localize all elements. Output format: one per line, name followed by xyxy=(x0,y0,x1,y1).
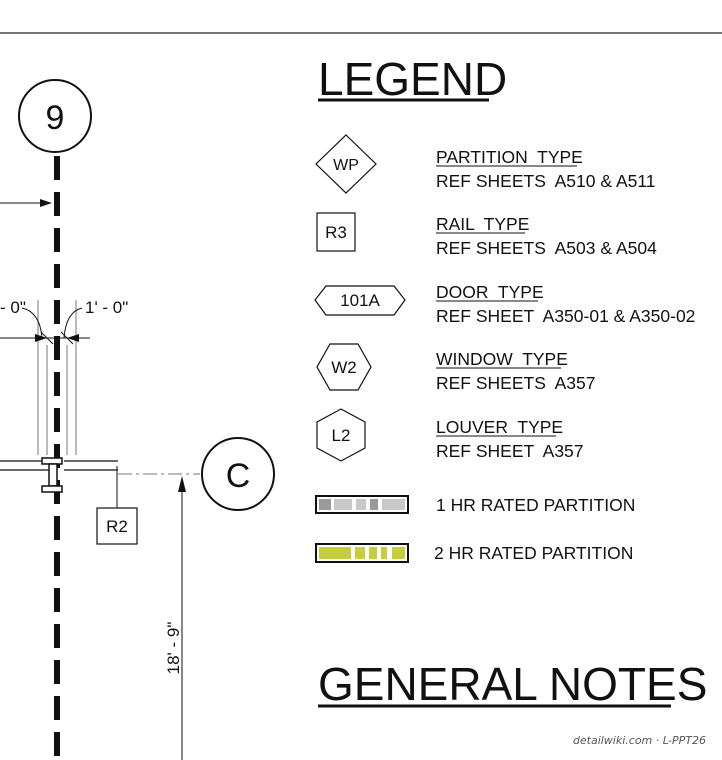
dim-left-text: - 0" xyxy=(0,298,26,317)
louver-type-title: LOUVER TYPE xyxy=(436,417,563,437)
window-type-title: WINDOW TYPE xyxy=(436,349,568,369)
general-notes-title: GENERAL NOTES xyxy=(318,658,707,710)
dim-tick-b xyxy=(60,331,74,345)
2hr-swatch-fill-b xyxy=(355,547,365,559)
legend-item-door-type: 101A DOOR TYPE REF SHEET A350-01 & A350-… xyxy=(314,282,695,326)
louver-symbol-label: L2 xyxy=(332,426,351,445)
partition-type-ref: REF SHEETS A510 & A511 xyxy=(436,171,656,191)
square-symbol-icon xyxy=(316,212,356,252)
2hr-swatch-fill-e xyxy=(392,547,405,559)
window-type-ref: REF SHEETS A357 xyxy=(436,373,596,393)
dim-leader-right xyxy=(63,307,83,339)
1hr-swatch-fill-c xyxy=(356,499,366,510)
1hr-partition-label: 1 HR RATED PARTITION xyxy=(436,495,635,515)
legend-item-1hr-partition: 1 HR RATED PARTITION xyxy=(315,495,635,515)
door-type-ref: REF SHEET A350-01 & A350-02 xyxy=(436,306,695,326)
1hr-swatch-fill-a xyxy=(319,499,331,510)
vertical-dim-text: 18' - 9" xyxy=(164,622,183,675)
grid-bubble-c xyxy=(201,437,275,511)
door-hexagon-symbol-icon xyxy=(314,285,406,316)
partition-type-title: PARTITION TYPE xyxy=(436,147,583,167)
column-flange-bottom xyxy=(41,485,63,493)
2hr-swatch-fill-d xyxy=(381,547,387,559)
grid-bubble-c-label: C xyxy=(226,457,251,495)
column-flange-top xyxy=(41,457,63,465)
legend-item-louver-type: L2 LOUVER TYPE REF SHEET A357 xyxy=(316,408,584,462)
door-symbol-label: 101A xyxy=(340,291,380,310)
1hr-swatch-fill-d xyxy=(370,499,378,510)
1hr-swatch-fill-e xyxy=(382,499,405,510)
door-type-title: DOOR TYPE xyxy=(436,282,544,302)
partition-symbol-label: WP xyxy=(333,157,359,174)
arrowhead-top xyxy=(40,199,52,207)
rail-type-title: RAIL TYPE xyxy=(436,214,529,234)
rail-tag-box xyxy=(96,507,138,545)
legend-item-window-type: W2 WINDOW TYPE REF SHEETS A357 xyxy=(316,343,596,393)
vertical-dim-arrow xyxy=(178,476,186,492)
grid-bubble-9-label: 9 xyxy=(46,99,65,137)
rail-symbol-label: R3 xyxy=(325,223,347,242)
plan-drawing: 9 - 0" 1' - 0" C xyxy=(0,79,275,760)
rail-tag-label: R2 xyxy=(106,517,128,536)
dim-right-text: 1' - 0" xyxy=(85,298,128,317)
window-symbol-label: W2 xyxy=(331,358,357,377)
dim-tick-a xyxy=(40,331,54,345)
2hr-swatch-fill-a xyxy=(319,547,351,559)
watermark-text: detailwiki.com · L-PPT26 xyxy=(573,734,706,747)
window-hexagon-symbol-icon xyxy=(316,343,372,391)
dim-leader-left xyxy=(21,307,43,339)
louver-hexagon-symbol-icon xyxy=(316,408,366,462)
legend-item-rail-type: R3 RAIL TYPE REF SHEETS A503 & A504 xyxy=(316,212,657,258)
dim-arrow-left xyxy=(35,334,47,342)
column-web xyxy=(48,463,58,487)
2hr-partition-label: 2 HR RATED PARTITION xyxy=(434,543,633,563)
rail-type-ref: REF SHEETS A503 & A504 xyxy=(436,238,657,258)
2hr-swatch-fill-c xyxy=(369,547,377,559)
dim-arrow-right xyxy=(67,334,79,342)
grid-bubble-9 xyxy=(18,79,92,153)
legend-item-2hr-partition: 2 HR RATED PARTITION xyxy=(315,543,633,563)
legend-title: LEGEND xyxy=(318,53,507,105)
diamond-symbol-icon xyxy=(315,134,377,194)
general-notes: GENERAL NOTES xyxy=(318,658,707,710)
1hr-swatch-fill-b xyxy=(334,499,352,510)
legend: LEGEND WP PARTITION TYPE REF SHEETS A510… xyxy=(314,53,695,563)
legend-item-partition-type: WP PARTITION TYPE REF SHEETS A510 & A511 xyxy=(315,134,656,194)
louver-type-ref: REF SHEET A357 xyxy=(436,441,584,461)
